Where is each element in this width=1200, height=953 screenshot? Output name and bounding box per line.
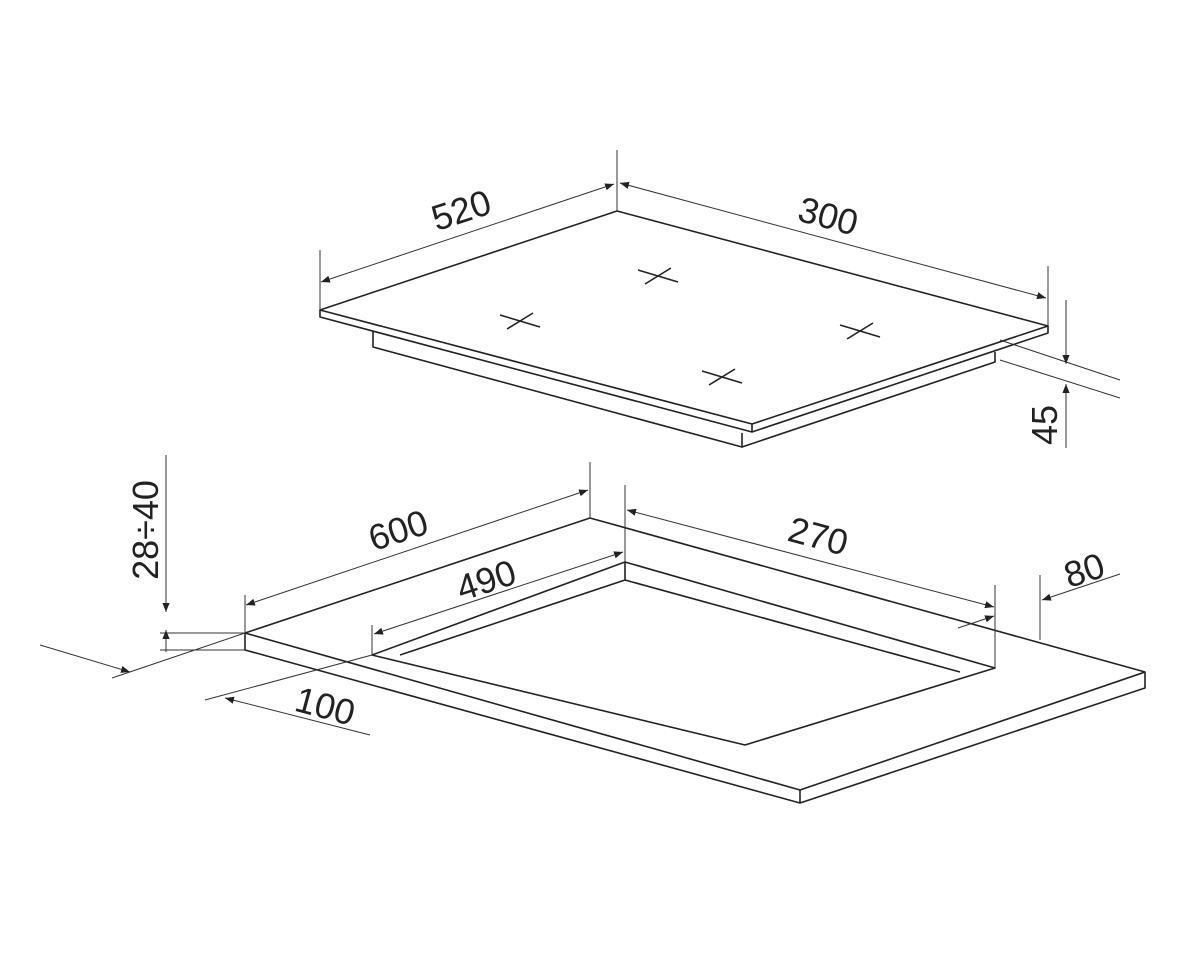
burner-marker-icon <box>839 322 881 340</box>
burner-marker-icon <box>499 312 541 330</box>
burner-marker-icon <box>637 267 679 285</box>
burner-marker-icon <box>701 368 743 386</box>
dimension-label-300: 300 <box>794 188 863 243</box>
dimension-label-80: 80 <box>1059 544 1110 595</box>
dimension-label-270: 270 <box>784 508 853 563</box>
dimension-label-520: 520 <box>426 181 496 239</box>
hob-glass-edge <box>319 310 1049 433</box>
hob-dimension-lines <box>319 150 1121 448</box>
burner-markers <box>499 267 881 386</box>
dimension-label-45: 45 <box>1024 405 1065 445</box>
hob-drawing <box>319 210 1049 448</box>
cutout-dimension-lines <box>39 455 1121 736</box>
dimension-label-28-40: 28÷40 <box>125 480 166 580</box>
worktop-top <box>244 517 1146 791</box>
dimension-label-100: 100 <box>291 678 360 733</box>
hob-glass-top <box>319 210 1049 425</box>
dimension-label-600: 600 <box>363 501 433 559</box>
worktop-cutout-drawing <box>244 517 1146 804</box>
hob-body <box>372 331 743 448</box>
